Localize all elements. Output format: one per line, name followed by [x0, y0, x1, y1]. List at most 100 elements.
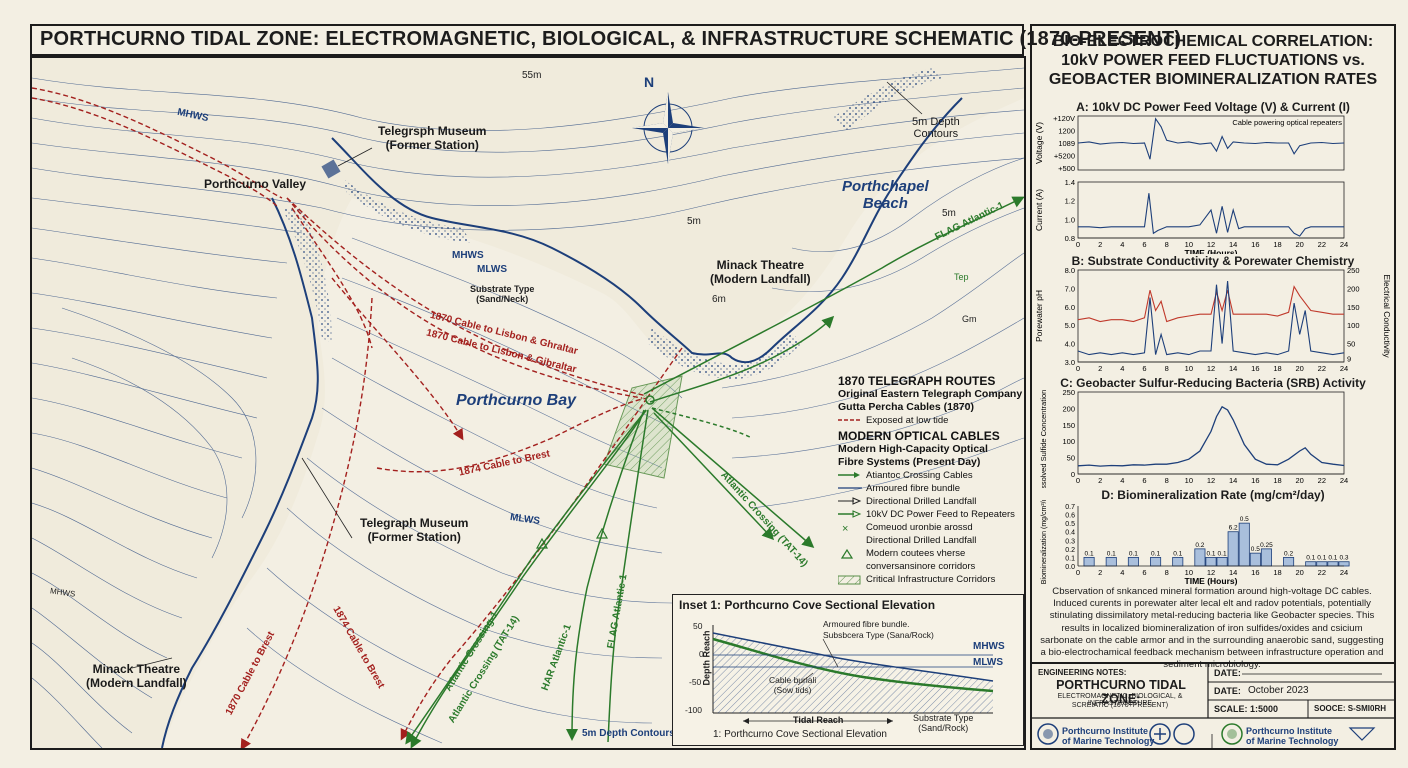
chart-a-x-tick-label: 8 — [1165, 240, 1169, 249]
chart-c-x-tick-label: 16 — [1251, 476, 1259, 485]
title-block-source: SOOCE: S-SMI0RH — [1314, 704, 1387, 713]
chart-d-bar — [1327, 561, 1339, 567]
chart-d-bar-label: 0.1 — [1328, 555, 1337, 562]
chart-b-left-tick-label: 8.0 — [1065, 266, 1075, 275]
inset-y-tick-neg100: -100 — [685, 705, 703, 715]
chart-d-bar-label: 0.25 — [1260, 542, 1273, 549]
chart-b-right-tick-label: 50 — [1347, 340, 1355, 349]
chart-c-y-tick-label: 200 — [1062, 404, 1075, 413]
chart-d-bar — [1305, 561, 1317, 567]
chart-d-y-tick-label: 0.2 — [1065, 547, 1075, 554]
legend-modern-title: MODERN OPTICAL CABLES — [838, 429, 1000, 443]
compass-rose-icon — [632, 92, 704, 164]
chart-b-x-tick-label: 14 — [1229, 364, 1237, 373]
mhws-mid-label: MHWS — [452, 250, 484, 261]
chart-d-bar-label: 0.2 — [1195, 542, 1204, 549]
minack-low-leader — [131, 657, 173, 669]
chart-d-x-tick-label: 20 — [1295, 568, 1303, 577]
page-title: PORTHCURNO TIDAL ZONE: ELECTROMAGNETIC, … — [40, 28, 1182, 50]
observation-text: Cbservation of snkanced mineral formatio… — [1040, 586, 1384, 671]
chart-d-bar-label: 0.1 — [1173, 550, 1182, 557]
mlws-mid-label: MLWS — [477, 264, 507, 275]
cable-har-atlantic — [566, 409, 645, 741]
chart-a[interactable]: Cable powering optical repeaters+120V120… — [1032, 112, 1394, 254]
chart-d-x-tick-label: 18 — [1273, 568, 1281, 577]
chart-c-y-tick-label: 50 — [1067, 454, 1075, 463]
inset-sectional-elevation[interactable]: Inset 1: Porthcurno Cove Sectional Eleva… — [672, 594, 1024, 746]
chart-d-bar-label: 0.3 — [1339, 555, 1348, 562]
optical-cables — [405, 196, 1024, 748]
legend-item-modern-coutees: Modern coutees vherse — [838, 547, 1024, 560]
cable-flag-low — [607, 409, 649, 743]
chart-d-bar — [1283, 557, 1295, 567]
chart-c-y-tick-label: 100 — [1062, 437, 1075, 446]
cable-atlantic-crossing-1 — [405, 409, 647, 745]
chart-d[interactable]: 0.00.10.20.30.40.50.60.7Biomineralizatio… — [1032, 500, 1394, 586]
chart-c-y-axis-label: Dissolved Sulfide Concentration (μM) — [1039, 388, 1048, 488]
title-block-scale: SCALE: 1:5000 — [1214, 704, 1279, 714]
chart-b-title: B: Substrate Conductivity & Porewater Ch… — [1071, 254, 1355, 268]
chart-b-left-tick-label: 5.0 — [1065, 321, 1075, 330]
chart-c-frame — [1077, 391, 1345, 475]
inset-armoured-label: Armoured fibre bundle. — [823, 619, 910, 629]
chart-a-current-tick-label: 1.0 — [1065, 215, 1075, 224]
org-2-label: Porthcurno Institute of Marine Technolog… — [1246, 726, 1339, 746]
porthcurno-valley-label: Porthcurno Valley — [204, 177, 307, 191]
legend-item-power-feed: 10kV DC Power Feed to Repeaters — [838, 508, 1024, 521]
chart-b-right-tick-label: 250 — [1347, 266, 1360, 275]
corridor-fill — [604, 376, 682, 478]
chart-a-annotation: Cable powering optical repeaters — [1232, 118, 1342, 127]
chart-d-y-tick-label: 0.6 — [1065, 513, 1075, 520]
chart-d-bar-label: 0.1 — [1218, 550, 1227, 557]
legend-modern-desc-2: Fibre Systems (Present Day) — [838, 456, 981, 468]
chart-b-left-tick-label: 4.0 — [1065, 340, 1075, 349]
chart-c-x-tick-label: 20 — [1295, 476, 1303, 485]
legend-item-armoured: Armoured fibre bundle — [838, 483, 960, 494]
chart-d-bar — [1316, 561, 1328, 567]
chart-c-x-tick-label: 2 — [1098, 476, 1102, 485]
inset-tidal-reach-label: Tidal Reach — [793, 715, 844, 725]
chart-d-bar — [1105, 557, 1117, 567]
telegraph-museum-low-label: Telegraph Museum (Former Station) — [360, 516, 469, 544]
legend-modern-desc-1: Modern High-Capacity Optical — [838, 443, 988, 455]
chart-c-srb-line — [1077, 405, 1345, 467]
cable-atlantic-crossing-tat14 — [410, 409, 647, 748]
route-1870-lisbon-a — [286, 197, 643, 399]
inset-y-tick-0: 0 — [699, 649, 704, 659]
chart-b-right-tick-label: 150 — [1347, 303, 1360, 312]
minack-theatre-mid-label: Minack Theatre (Modern Landfall) — [710, 258, 811, 286]
title-block: ENGINEERING NOTES: PORTHCURNO TIDAL ZONE… — [1032, 662, 1394, 748]
correlation-panel: BIO-ELECTROCHEMICAL CORRELATION: 10kV PO… — [1030, 24, 1396, 750]
chart-c-title: C: Geobacter Sulfur-Reducing Bacteria (S… — [1060, 376, 1366, 390]
chart-c-x-tick-label: 8 — [1165, 476, 1169, 485]
chart-a-voltage-label: Voltage (V) — [1034, 122, 1044, 164]
chart-d-bar — [1238, 522, 1250, 567]
chart-a-x-tick-label: 20 — [1295, 240, 1303, 249]
chart-d-x-tick-label: 22 — [1318, 568, 1326, 577]
infrastructure-corridor — [603, 375, 683, 479]
panel-title: BIO-ELECTROCHEMICAL CORRELATION: 10kV PO… — [1048, 33, 1378, 88]
title-block-grid — [1032, 664, 1394, 748]
depth-contours-bottom-label: 5m Depth Contours — [582, 728, 675, 739]
chart-a-x-tick-label: 18 — [1273, 240, 1281, 249]
chart-d-x-tick-label: 6 — [1142, 568, 1146, 577]
chart-c-x-tick-label: 6 — [1142, 476, 1146, 485]
chart-d-x-tick-label: 8 — [1165, 568, 1169, 577]
chart-d-x-tick-label: 4 — [1120, 568, 1124, 577]
chart-d-bar — [1205, 557, 1217, 567]
depth-contours-top-label: 5m Depth Contours — [912, 116, 960, 140]
five-m-label-b: 5m — [942, 208, 956, 219]
legend-1870-title: 1870 TELEGRAPH ROUTES — [838, 374, 996, 388]
map-panel[interactable]: N 55m MHWS Telegrsph Museum (Former Stat… — [30, 56, 1026, 750]
chart-d-bar — [1338, 561, 1350, 567]
chart-a-voltage-tick-label: +500 — [1058, 164, 1075, 173]
title-block-date-value: October 2023 — [1248, 685, 1309, 696]
chart-b[interactable]: 3.04.05.06.07.08.0950100150200250Porewat… — [1032, 266, 1394, 376]
chart-a-current-tick-label: 0.8 — [1065, 234, 1075, 243]
chart-d-x-tick-label: 0 — [1076, 568, 1080, 577]
land-contours — [32, 67, 1024, 748]
substrate-type-label: Substrate Type (Sand/Neck) — [470, 284, 535, 304]
chart-a-current-label: Current (A) — [1034, 189, 1044, 231]
